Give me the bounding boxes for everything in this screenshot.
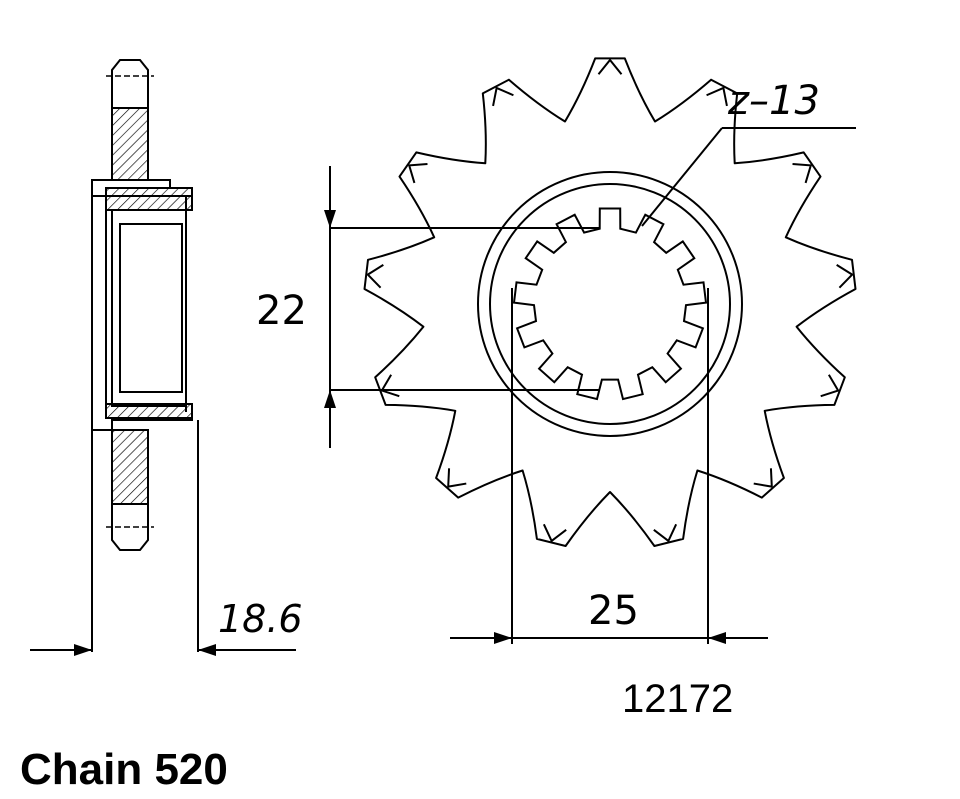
tooth-tip-mark — [492, 86, 514, 107]
front-view — [363, 57, 857, 547]
bore-height-arrow-top — [324, 210, 336, 228]
bore-height-dimension — [324, 166, 600, 448]
thickness-arrow-right — [198, 644, 216, 656]
thickness-label: 18.6 — [218, 597, 303, 641]
tooth-tip-mark — [407, 163, 428, 184]
sprocket-outer-teeth — [363, 57, 857, 547]
tooth-tip-mark — [597, 58, 623, 75]
tooth-tip-mark — [653, 523, 678, 543]
spline-width-label: 25 — [588, 588, 639, 634]
thickness-arrow-left — [74, 644, 92, 656]
side-hub-bottom-hatch — [105, 403, 193, 419]
spline-width-arrow-left — [494, 632, 512, 644]
tooth-tip-mark — [380, 374, 400, 398]
part-number: 12172 — [622, 677, 733, 721]
tooth-tip-mark — [542, 523, 567, 543]
side-hatch-top — [111, 107, 149, 181]
thickness-dimension — [30, 420, 296, 656]
spline-width-arrow-right — [708, 632, 726, 644]
tooth-tip-marks — [366, 58, 854, 543]
hub-ring-inner — [489, 183, 731, 425]
side-tooth-top — [111, 59, 149, 108]
side-bore-inner — [119, 223, 183, 393]
tooth-tip-mark — [706, 86, 728, 107]
side-bore-outer — [111, 209, 187, 407]
tooth-tip-mark — [792, 163, 813, 184]
side-tooth-bottom — [111, 504, 149, 551]
bore-height-arrow-bottom — [324, 390, 336, 408]
bore-height-label: 22 — [256, 288, 307, 334]
side-view — [91, 59, 193, 551]
hub-ring-outer — [477, 171, 743, 437]
teeth-count-label: z–13 — [727, 78, 820, 124]
side-hatch-bottom — [111, 429, 149, 505]
teeth-count-leader — [641, 127, 856, 227]
side-hub-top-hatch — [105, 187, 193, 211]
teeth-leader-diagonal — [641, 127, 723, 227]
spline-width-dimension — [450, 288, 768, 644]
chain-size-label: Chain 520 — [20, 745, 228, 794]
tooth-tip-mark — [447, 468, 467, 488]
spline-bore — [512, 207, 708, 401]
tooth-tip-mark — [366, 264, 384, 289]
tooth-tip-mark — [836, 264, 854, 289]
tooth-tip-mark — [820, 374, 840, 398]
tooth-tip-mark — [753, 468, 773, 488]
side-hub-bottom-step — [91, 412, 193, 431]
